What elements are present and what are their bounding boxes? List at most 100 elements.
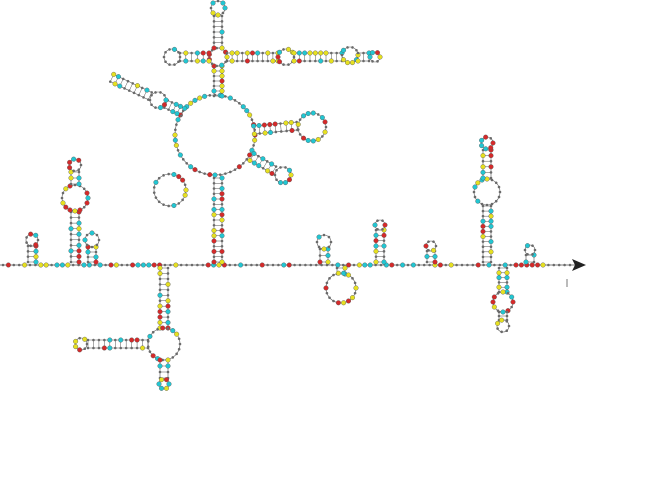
nucleotide: [212, 74, 216, 78]
nucleotide: [211, 196, 217, 202]
nucleotide: [532, 260, 536, 264]
nucleotide: [207, 172, 213, 178]
nucleotide: [140, 86, 144, 90]
nucleotide: [192, 167, 198, 173]
nucleotide: [494, 181, 498, 185]
nucleotide: [146, 346, 150, 350]
nucleotide: [157, 176, 161, 180]
nucleotide: [175, 352, 178, 356]
nucleotide: [345, 60, 351, 66]
bond: [124, 81, 129, 89]
nucleotide: [28, 263, 32, 267]
nucleotide: [298, 133, 302, 136]
nucleotide: [301, 135, 307, 141]
nucleotide: [255, 50, 261, 56]
nucleotide: [265, 160, 269, 163]
nucleotide: [298, 118, 302, 121]
nucleotide: [375, 50, 381, 56]
nucleotide: [163, 263, 167, 267]
nucleotide: [170, 109, 176, 115]
nucleotide: [286, 177, 292, 183]
nucleotide: [490, 202, 494, 206]
nucleotide: [188, 164, 194, 170]
nucleotide: [211, 259, 217, 265]
nucleotide: [182, 105, 188, 111]
nucleotide: [79, 163, 83, 167]
nucleotide: [158, 370, 162, 374]
nucleotide: [165, 320, 171, 326]
nucleotide: [166, 293, 170, 297]
nucleotide: [194, 58, 200, 64]
nucleotide: [194, 50, 200, 56]
nucleotide: [229, 58, 235, 64]
nucleotide: [162, 174, 165, 177]
nucleotide: [211, 68, 217, 74]
nucleotide: [312, 50, 318, 56]
nucleotide: [219, 73, 225, 79]
nucleotide: [298, 263, 302, 267]
nucleotide: [286, 262, 292, 268]
nucleotide: [489, 204, 493, 208]
loop-backbone: [492, 291, 514, 313]
nucleotide: [211, 227, 217, 233]
nucleotide: [250, 118, 254, 121]
nucleotide: [72, 169, 75, 173]
nucleotide: [308, 59, 312, 63]
nucleotide: [283, 120, 289, 126]
nucleotide: [177, 152, 183, 158]
nucleotide: [240, 104, 246, 110]
nucleotide: [190, 51, 193, 55]
nucleotide: [422, 263, 426, 267]
nucleotide: [473, 195, 477, 199]
nucleotide: [479, 137, 485, 143]
nucleotide: [168, 48, 171, 51]
nucleotide: [489, 137, 493, 140]
nucleotide: [121, 77, 125, 81]
nucleotide: [141, 338, 144, 342]
nucleotide: [488, 213, 494, 219]
nucleotide: [183, 58, 189, 64]
nucleotide: [238, 262, 244, 268]
nucleotide: [289, 127, 295, 133]
nucleotide: [137, 93, 141, 97]
nucleotide: [211, 206, 217, 212]
nucleotide: [131, 82, 135, 85]
nucleotide: [244, 50, 250, 56]
nucleotide: [97, 346, 101, 350]
nucleotide: [309, 263, 313, 267]
nucleotide: [424, 253, 430, 259]
nucleotide: [211, 233, 217, 239]
nucleotide: [177, 202, 181, 205]
nucleotide: [142, 96, 145, 99]
arrow-right-icon: [572, 259, 586, 271]
nucleotide: [212, 223, 216, 227]
nucleotide: [540, 262, 546, 268]
nucleotide: [367, 262, 373, 268]
nucleotide: [480, 234, 486, 240]
nucleotide: [68, 226, 74, 232]
nucleotide: [212, 255, 216, 259]
nucleotide: [382, 255, 386, 258]
nucleotide: [212, 79, 216, 83]
nucleotide: [373, 243, 379, 249]
nucleotide: [288, 172, 294, 178]
nucleotide: [219, 68, 225, 74]
nucleotide: [531, 244, 534, 247]
nucleotide: [370, 50, 376, 56]
nucleotide: [381, 232, 387, 238]
nucleotide: [86, 255, 90, 259]
nucleotide: [206, 50, 212, 56]
nucleotide: [177, 347, 181, 351]
nucleotide: [341, 263, 345, 267]
nucleotide: [279, 166, 282, 169]
nucleotide: [373, 232, 379, 238]
nucleotide: [12, 263, 16, 267]
nucleotide: [381, 228, 384, 231]
nucleotide: [219, 233, 225, 239]
nucleotide: [552, 263, 556, 267]
nucleotide: [92, 338, 95, 342]
nucleotide: [481, 209, 485, 213]
nucleotide: [212, 30, 216, 34]
nucleotide: [286, 167, 292, 173]
nucleotide: [437, 262, 443, 268]
